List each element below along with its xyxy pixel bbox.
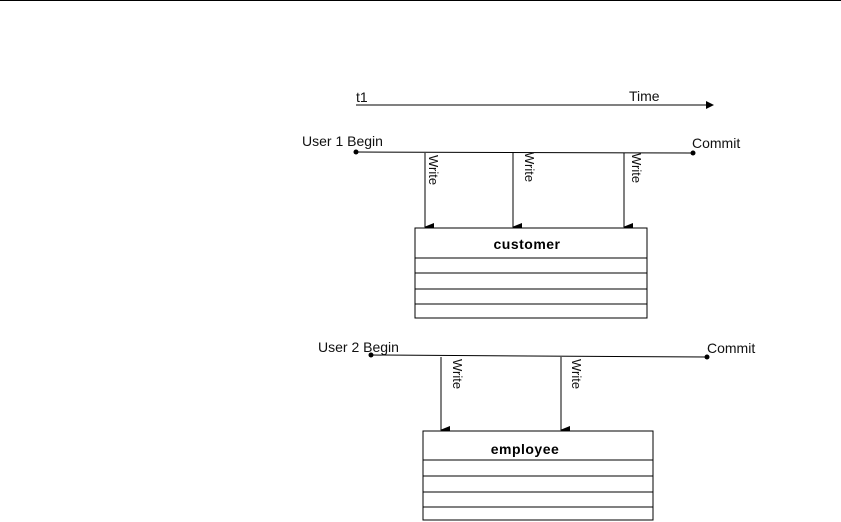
time-axis: t1 Time [356, 88, 714, 109]
transaction-1-commit-label: Commit [692, 135, 740, 151]
transaction-2-write-label: Write [450, 359, 465, 389]
transaction-user-1: User 1 Begin Commit Write Write Write [302, 133, 740, 231]
transaction-1-write-label: Write [522, 152, 537, 182]
customer-table-title: customer [493, 236, 560, 252]
time-start-label: t1 [356, 89, 368, 105]
transaction-2-begin-label: User 2 Begin [318, 339, 399, 355]
customer-table: customer [414, 227, 648, 319]
transaction-2-begin-dot [368, 352, 374, 358]
transaction-1-write-label: Write [426, 155, 441, 185]
transaction-1-begin-label: User 1 Begin [302, 133, 383, 149]
transaction-2-commit-dot [704, 354, 710, 360]
employee-table-title: employee [491, 441, 560, 457]
transaction-1-commit-dot [690, 150, 696, 156]
transaction-1-begin-dot [353, 149, 359, 155]
transaction-1-write-label: Write [629, 153, 644, 183]
time-end-label: Time [629, 88, 660, 104]
transaction-user-2: User 2 Begin Commit Write Write [318, 339, 755, 434]
transaction-2-line [370, 354, 708, 358]
top-border-rule [0, 0, 841, 1]
employee-table: employee [422, 430, 654, 521]
transaction-1-line [355, 151, 694, 154]
transaction-2-write-label: Write [569, 359, 584, 389]
transaction-2-commit-label: Commit [707, 340, 755, 356]
